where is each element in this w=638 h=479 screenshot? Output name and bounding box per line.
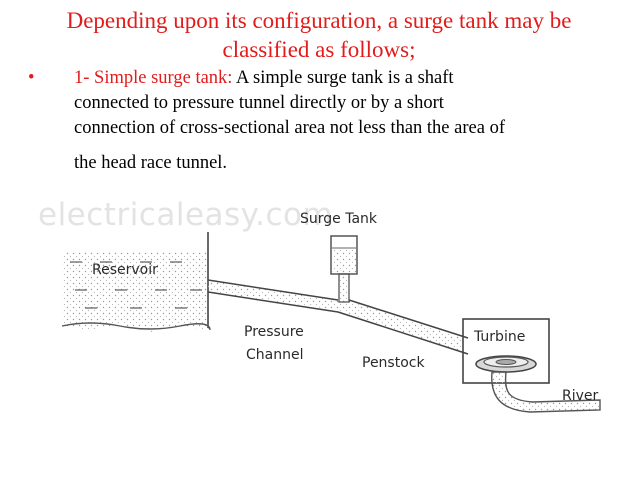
label-channel: Channel	[246, 347, 304, 363]
bullet-text: 1- Simple surge tank: A simple surge tan…	[74, 66, 634, 176]
label-surge-tank: Surge Tank	[300, 211, 378, 227]
title-line-1: Depending upon its configuration, a surg…	[66, 8, 572, 33]
bullet-line-4: the head race tunnel.	[74, 153, 228, 173]
watermark: electricaleasy.com	[38, 197, 334, 233]
label-reservoir: Reservoir	[92, 262, 158, 278]
label-river: River	[562, 388, 599, 404]
penstock	[337, 299, 469, 355]
label-pressure: Pressure	[244, 324, 304, 340]
bullet-line-2: connected to pressure tunnel directly or…	[74, 93, 444, 113]
bullet-lead: 1- Simple surge tank:	[74, 68, 233, 88]
bullet-marker: •	[28, 68, 35, 88]
slide-title: Depending upon its configuration, a surg…	[20, 6, 618, 64]
title-line-2: classified as follows;	[222, 37, 416, 62]
bullet-line-1: 1- Simple surge tank: A simple surge tan…	[74, 66, 634, 91]
river	[491, 371, 601, 413]
pressure-channel	[207, 279, 462, 352]
label-penstock: Penstock	[362, 355, 425, 371]
bullet-line-3: connection of cross-sectional area not l…	[74, 118, 505, 138]
surge-tank	[330, 235, 358, 303]
reservoir	[61, 232, 211, 332]
bullet-line-1-rest: A simple surge tank is a shaft	[232, 68, 454, 88]
label-turbine: Turbine	[474, 329, 526, 345]
